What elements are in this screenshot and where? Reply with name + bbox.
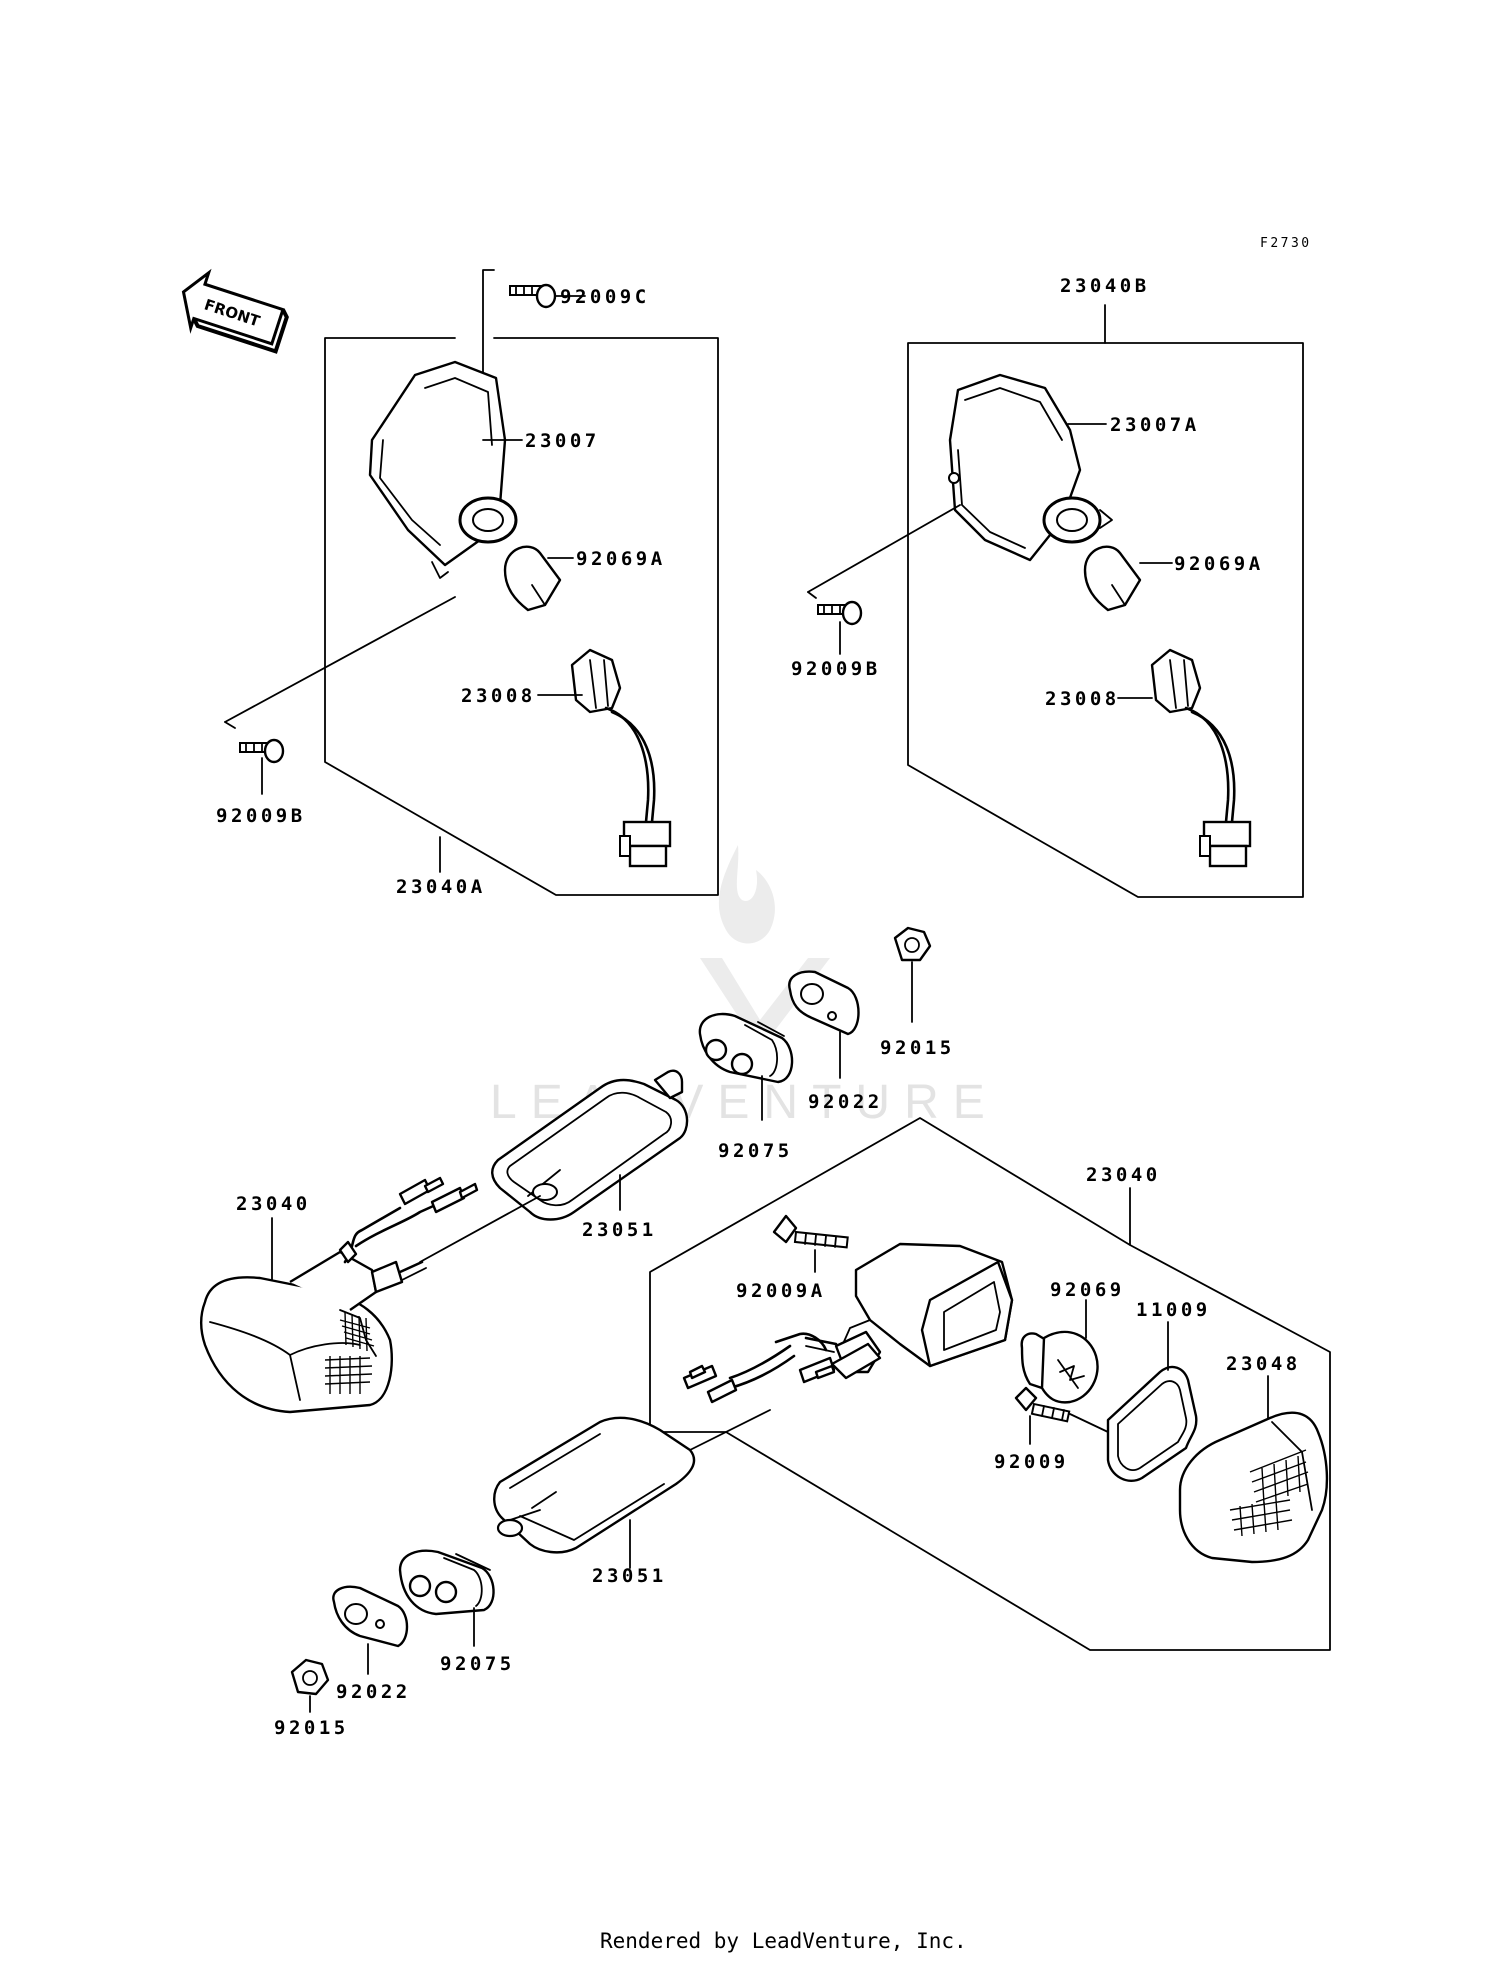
label-92069a-left: 92069A [576,548,666,570]
assembly-frame-23040 [649,1117,1331,1651]
label-92022-top: 92022 [808,1091,883,1113]
label-92022-bottom: 92022 [336,1681,411,1703]
group-23040a [224,269,719,896]
label-92069a-right: 92069A [1174,553,1264,575]
stay-23051-bottom-icon [493,1409,771,1554]
gasket-11009-icon [1106,1365,1198,1483]
footer-credit: Rendered by LeadVenture, Inc. [600,1929,967,1953]
plate-92022-bottom-icon [332,1585,409,1648]
screw-92009b-left-icon [239,738,285,764]
socket-23008-right-icon [1150,648,1252,868]
screw-92009-icon [1014,1386,1071,1423]
watermark: LEADVENTURE [490,845,985,1129]
label-92075-top: 92075 [718,1140,793,1162]
label-23008-left: 23008 [461,685,536,707]
plate-92022-top-icon [788,970,860,1036]
bulb-92069a-icon [503,545,562,612]
nut-92015-bottom-icon [290,1658,330,1696]
housing-23007 [368,360,518,579]
label-92009c: 92009C [560,286,650,308]
lens-23048-icon [1178,1411,1329,1564]
label-23040a: 23040A [396,876,486,898]
label-23040-right: 23040 [1086,1164,1161,1186]
label-23008-right: 23008 [1045,688,1120,710]
figure-ref: F2730 [1260,236,1312,251]
socket-23008-icon [570,648,672,868]
label-92015-bottom: 92015 [274,1717,349,1739]
label-23048: 23048 [1226,1353,1301,1375]
bulb-92069-icon [1020,1330,1099,1404]
label-23007: 23007 [525,430,600,452]
label-23051-bottom: 23051 [592,1565,667,1587]
label-92009a: 92009A [736,1280,826,1302]
label-92015-top: 92015 [880,1037,955,1059]
grommet-92075-top-icon [698,1012,794,1084]
label-92009b-right: 92009B [791,658,881,680]
label-92075-bottom: 92075 [440,1653,515,1675]
screw-92009b-right-icon [817,600,863,626]
group-lower [200,926,1331,1713]
stay-23051-top-icon [491,1069,689,1221]
label-23040-left: 23040 [236,1193,311,1215]
nut-92015-top-icon [893,926,932,962]
assembly-frame-23040b [907,342,1304,898]
label-23040b: 23040B [1060,275,1150,297]
label-23051-top: 23051 [582,1219,657,1241]
turn-signal-23040-left [200,1176,479,1414]
assembly-frame-23040a [324,337,719,896]
turn-signal-23040-right [682,1242,1014,1404]
label-92009b-left: 92009B [216,805,306,827]
bulb-92069a-right-icon [1083,545,1142,612]
label-92009: 92009 [994,1451,1069,1473]
group-23040b [807,304,1304,898]
screw-92009a-icon [772,1214,849,1249]
label-11009: 11009 [1136,1299,1211,1321]
label-92069: 92069 [1050,1279,1125,1301]
housing-23007a [948,373,1113,562]
front-arrow-icon: FRONT [181,268,289,354]
screw-92009c-icon [509,283,557,309]
grommet-92075-bottom-icon [398,1549,495,1616]
label-23007a: 23007A [1110,414,1200,436]
